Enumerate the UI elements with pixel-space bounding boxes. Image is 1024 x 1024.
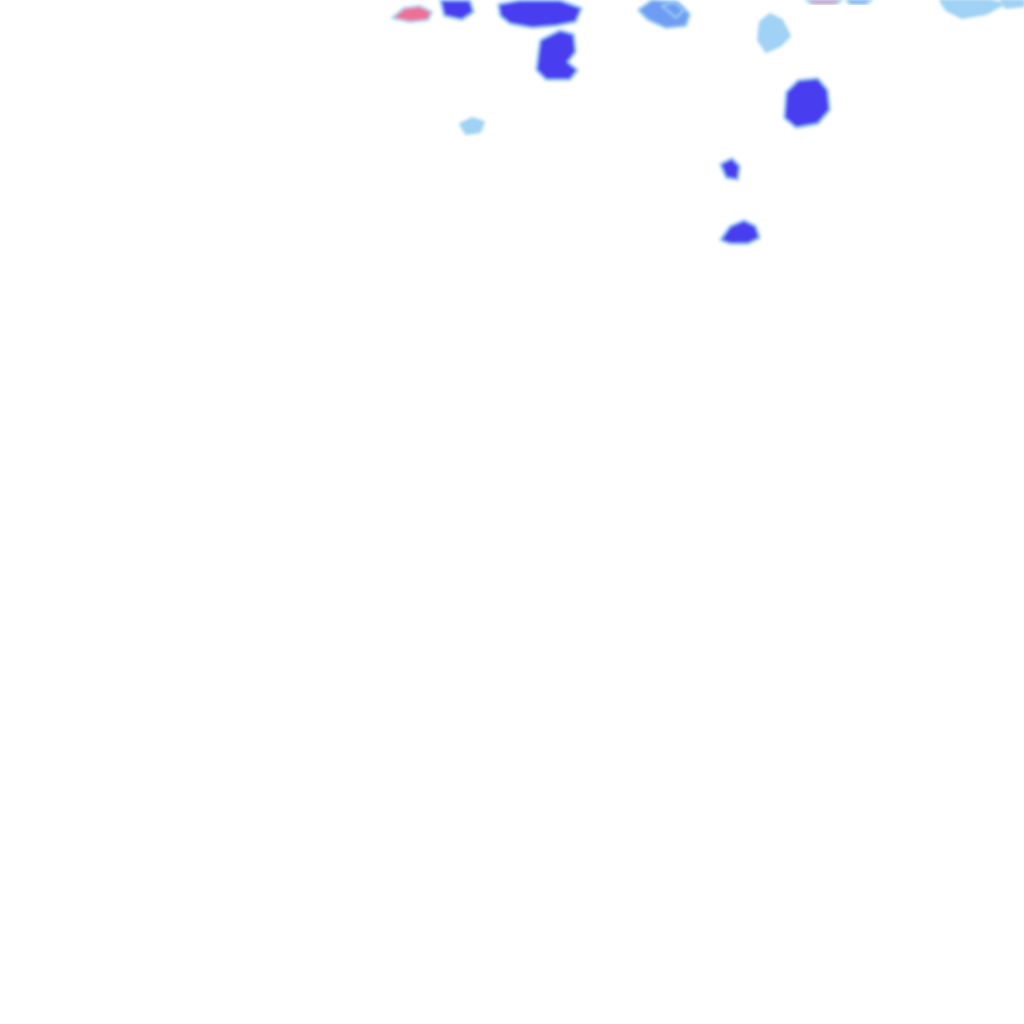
radar-echo bbox=[939, 0, 1005, 19]
radar-echo bbox=[757, 13, 791, 53]
radar-echo bbox=[497, 0, 583, 29]
radar-echo bbox=[719, 157, 741, 181]
radar-echo bbox=[999, 0, 1024, 9]
radar-echo bbox=[661, 1, 685, 19]
radar-echo bbox=[459, 117, 485, 135]
radar-echo bbox=[805, 0, 843, 5]
radar-echo bbox=[783, 77, 831, 129]
radar-echo bbox=[637, 0, 691, 29]
radar-echo bbox=[535, 29, 579, 81]
radar-echo bbox=[391, 5, 433, 23]
radar-echo bbox=[845, 0, 873, 5]
radar-echo bbox=[439, 0, 475, 21]
radar-echo bbox=[719, 219, 761, 245]
